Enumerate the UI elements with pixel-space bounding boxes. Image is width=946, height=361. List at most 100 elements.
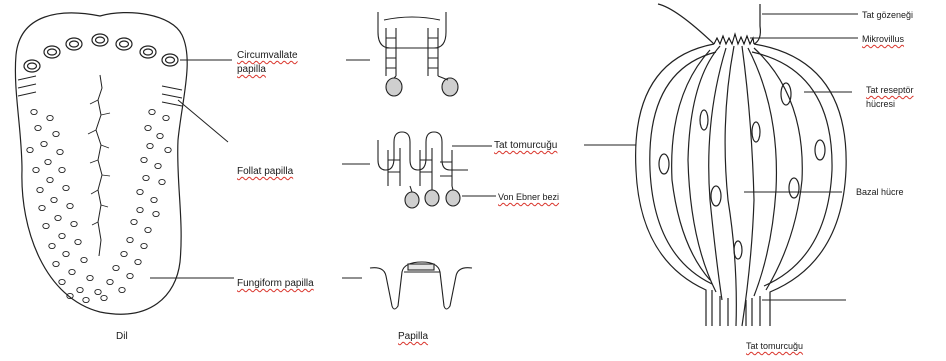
circumvallate-cross-section (378, 12, 458, 96)
fungiform-papilla (141, 157, 147, 162)
label-follat-papilla: Follat papilla (237, 166, 293, 178)
fungiform-papilla (63, 185, 69, 190)
fungiform-papilla (75, 239, 81, 244)
label-bazal-hucre: Bazal hücre (856, 186, 904, 198)
fungiform-papilla (67, 203, 73, 208)
fungiform-papilla (95, 289, 101, 294)
tongue-illustration (15, 13, 187, 315)
fungiform-papilla (27, 147, 33, 152)
fungiform-papilla (51, 197, 57, 202)
fungiform-papilla (121, 251, 127, 256)
fungiform-papilla (49, 243, 55, 248)
fungiform-papilla (63, 251, 69, 256)
leader-lines-papilla (342, 60, 636, 278)
fungiform-papilla (163, 115, 169, 120)
fungiform-papilla (149, 109, 155, 114)
taste-bud-illustration (636, 4, 847, 326)
fungiform-papilla (47, 177, 53, 182)
circumvallate-papilla-inner (48, 49, 57, 55)
fungiform-papilla (141, 243, 147, 248)
circumvallate-papilla-inner (28, 63, 37, 69)
foliate-cross-section (378, 132, 468, 208)
gland (446, 190, 460, 206)
label-circumvallate-papilla: papilla (237, 64, 266, 76)
cell (672, 50, 710, 280)
label-circumvallate: Circumvallate (237, 50, 298, 62)
circumvallate-papilla-outer (116, 38, 132, 50)
circumvallate-papilla-outer (92, 34, 108, 46)
fungiform-papilla (33, 167, 39, 172)
fungiform-papilla (165, 147, 171, 152)
tongue-outline (15, 13, 187, 315)
fungiform-papilla (81, 257, 87, 262)
fungiform-papilla (47, 115, 53, 120)
circumvallate-papilla-inner (120, 41, 129, 47)
circumvallate-papilla-inner (166, 57, 175, 63)
fungiform-papilla (119, 287, 125, 292)
label-tat-tomurcugu: Tat tomurcuğu (494, 140, 557, 152)
fungiform-papilla (127, 237, 133, 242)
circumvallate-papilla-inner (144, 49, 153, 55)
fungiform-papilla (43, 223, 49, 228)
fungiform-papilla (37, 187, 43, 192)
fungiform-papilla (59, 233, 65, 238)
leader-follat (178, 100, 228, 142)
circumvallate-papilla-outer (24, 60, 40, 72)
fungiform-papilla (157, 133, 163, 138)
label-mikrovillus: Mikrovillus (862, 33, 904, 45)
fungiform-papilla (131, 219, 137, 224)
circumvallate-papilla-outer (140, 46, 156, 58)
fungiform-papilla (147, 143, 153, 148)
bud-inner-layer (650, 52, 832, 286)
fungiform-papilla (87, 275, 93, 280)
epithelium-left (658, 4, 714, 44)
fungiform-papilla (145, 125, 151, 130)
fungiform-papilla (107, 279, 113, 284)
fungiform-papilla (53, 131, 59, 136)
fungiform-papilla (137, 189, 143, 194)
fungiform-papilla (69, 269, 75, 274)
label-tat-tomurcugu-bottom: Tat tomurcuğu (746, 340, 803, 352)
label-dil: Dil (116, 331, 128, 343)
leader-lines-taste-bud (744, 14, 858, 300)
circumvallate-papilla-outer (66, 38, 82, 50)
fungiform-papilla (145, 227, 151, 232)
label-papilla: Papilla (398, 331, 428, 343)
fungiform-papilla (153, 211, 159, 216)
gland (386, 78, 402, 96)
fungiform-papilla (35, 125, 41, 130)
fungiform-cross-section (370, 262, 472, 309)
fungiform-papilla (59, 279, 65, 284)
gland (442, 78, 458, 96)
circumvallate-papilla-outer (44, 46, 60, 58)
fungiform-papilla (59, 167, 65, 172)
fungiform-papilla (151, 197, 157, 202)
fungiform-papilla (53, 261, 59, 266)
fungiform-papilla (71, 221, 77, 226)
fungiform-papilla (159, 179, 165, 184)
gland (425, 190, 439, 206)
fungiform-papilla (83, 297, 89, 302)
foliate-ridges-left (18, 76, 36, 96)
fungiform-papilla (57, 149, 63, 154)
circumvallate-papilla-inner (70, 41, 79, 47)
fungiform-papilla (101, 295, 107, 300)
fungiform-papilla (135, 259, 141, 264)
label-tat-reseptor: Tat reseptör (866, 84, 914, 96)
fungiform-papilla (55, 215, 61, 220)
circumvallate-papilla-inner (96, 37, 105, 43)
fungiform-papilla (31, 109, 37, 114)
fungiform-papilla (137, 207, 143, 212)
cell (742, 46, 754, 326)
papilla-illustrations (370, 12, 472, 309)
foliate-ridges-right (162, 86, 182, 106)
leader-lines-tongue (150, 60, 234, 278)
cell (709, 48, 726, 300)
fungiform-papilla (45, 159, 51, 164)
median-sulcus (96, 75, 102, 256)
fungiform-papilla (155, 163, 161, 168)
fungiform-papilla (113, 265, 119, 270)
cell (725, 46, 736, 326)
cell (754, 48, 802, 290)
